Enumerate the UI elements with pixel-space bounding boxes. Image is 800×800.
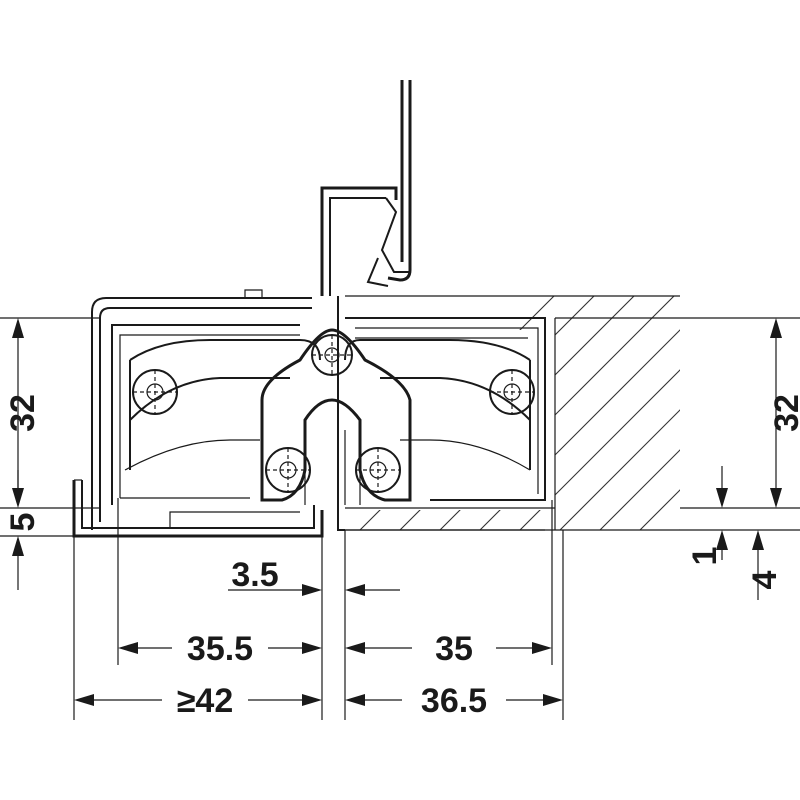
dimension-label-min-width-left: ≥42 — [177, 682, 233, 720]
pivot-pins — [132, 334, 535, 493]
dimension-height-left: 32 — [4, 318, 42, 508]
hinge-arms — [124, 328, 531, 505]
dimension-label-gap-center: 3.5 — [231, 556, 278, 594]
dimension-offset-right: 4 — [746, 530, 784, 600]
dimension-label-gap-small: 1 — [686, 547, 724, 566]
hinge-body-left — [72, 289, 324, 538]
dimension-width-left: 35.5 — [118, 630, 322, 668]
dimension-label-offset-left: 5 — [4, 513, 42, 532]
dimension-gap-center: 3.5 — [228, 556, 400, 596]
dimension-min-width-left: ≥42 — [74, 682, 322, 720]
dimension-label-width-left: 35.5 — [187, 630, 253, 668]
dimension-width-right: 35 — [345, 630, 552, 668]
pivot-pin-lower-right — [355, 447, 401, 493]
dimension-label-offset-right: 4 — [746, 570, 784, 589]
pivot-pin-top — [311, 334, 353, 376]
dimension-label-width-right-total: 36.5 — [421, 682, 487, 720]
dimension-label-width-right: 35 — [435, 630, 473, 668]
dimension-width-right-total: 36.5 — [345, 682, 563, 720]
pivot-pin-lower-left — [265, 447, 311, 493]
dimension-label-height-right: 32 — [768, 394, 800, 432]
pivot-pin-right — [489, 369, 535, 415]
pivot-pin-left — [132, 369, 178, 415]
dimension-offset-left: 5 — [4, 470, 42, 590]
dimension-label-height-left: 32 — [4, 394, 42, 432]
dimension-height-right: 32 — [768, 318, 800, 508]
dimension-gap-small: 1 — [686, 466, 728, 565]
extension-lines — [0, 317, 800, 720]
door-edge-profile — [320, 80, 412, 296]
